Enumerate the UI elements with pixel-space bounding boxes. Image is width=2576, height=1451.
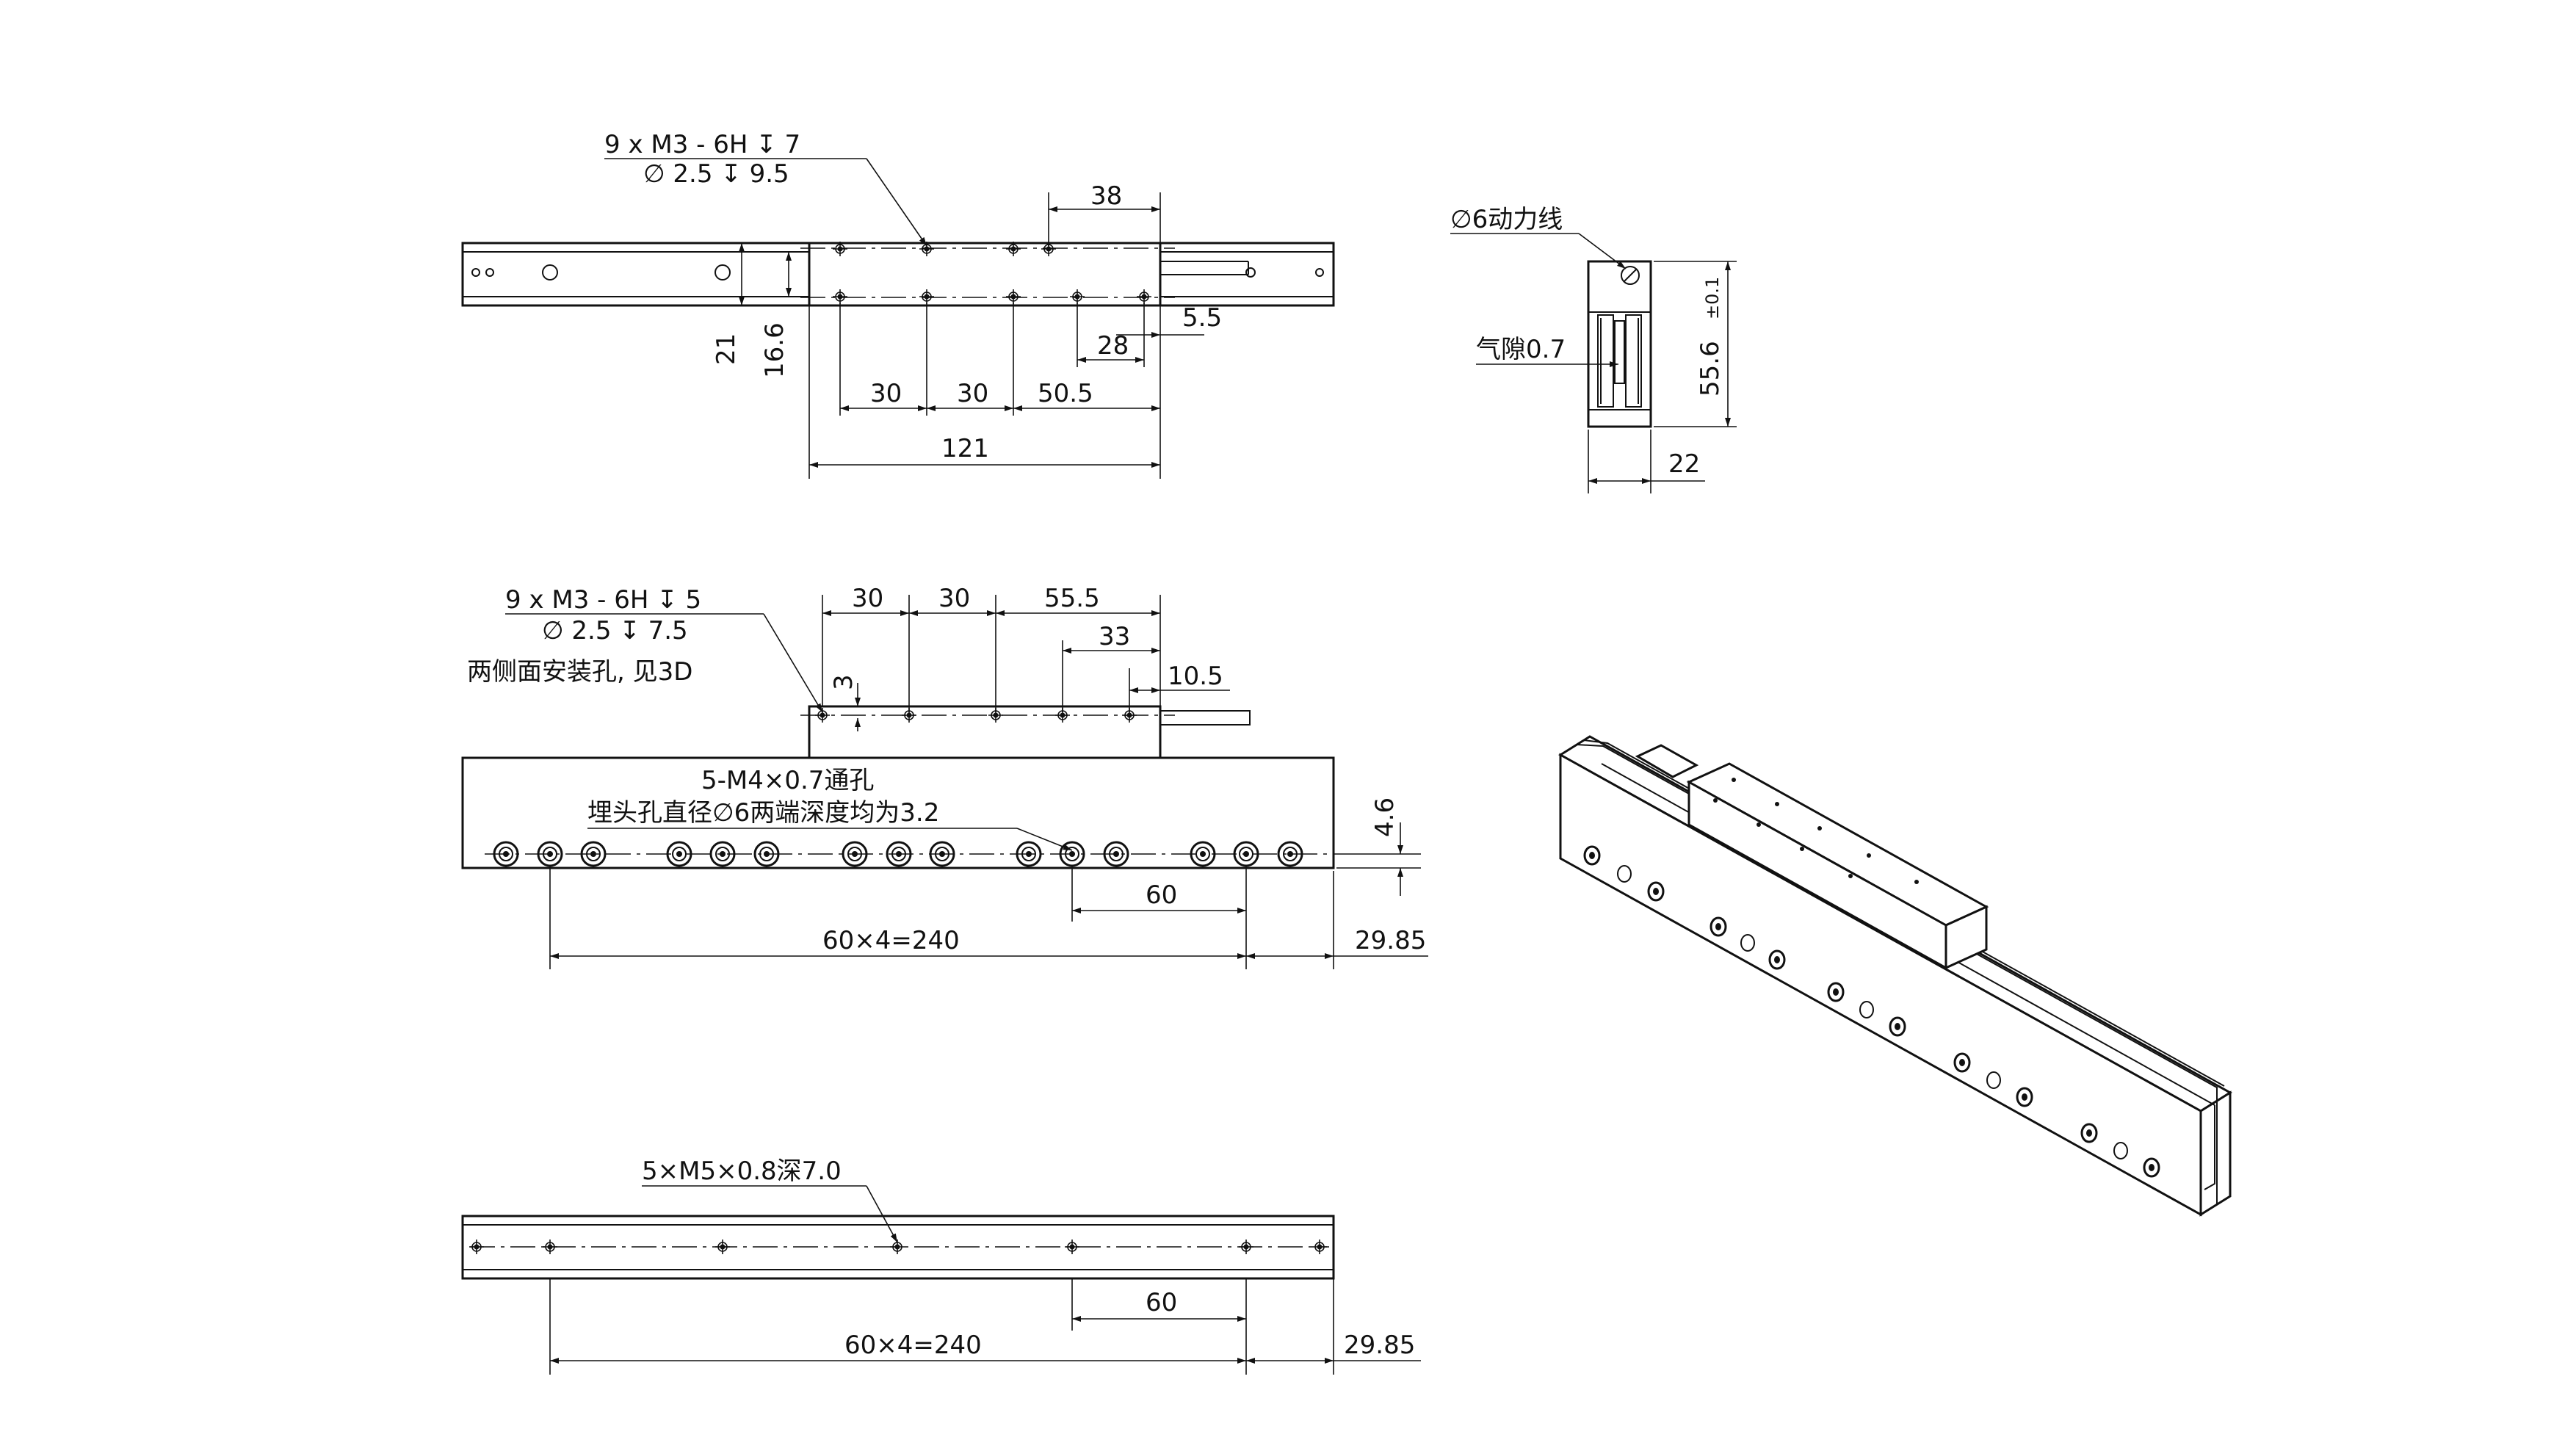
dim-29-85: 29.85 bbox=[1344, 1331, 1415, 1360]
side-slider-block bbox=[808, 705, 1162, 759]
dim-30-b: 30 bbox=[938, 584, 970, 613]
side-hole-callout-1: 9 x M3 - 6H ↧ 5 bbox=[505, 585, 701, 615]
bottom-hole-icon bbox=[542, 1239, 558, 1255]
top-hole-callout-1: 9 x M3 - 6H ↧ 7 bbox=[604, 130, 800, 159]
dim-55-6-tolerance: ±0.1 bbox=[1702, 277, 1723, 319]
bottom-hole-callout: 5×M5×0.8深7.0 bbox=[642, 1157, 842, 1186]
side-rail-body bbox=[461, 756, 1335, 869]
rail-end-hole bbox=[485, 268, 494, 277]
isometric-view bbox=[1558, 735, 2232, 1217]
bottom-rail-body bbox=[461, 1215, 1335, 1280]
dim-10-5: 10.5 bbox=[1168, 662, 1223, 691]
iso-slider-holes bbox=[1713, 778, 1919, 884]
dim-3: 3 bbox=[829, 674, 858, 690]
dim-21: 21 bbox=[712, 333, 741, 365]
iso-side-holes bbox=[1583, 845, 2160, 1178]
side-holes-note: 两侧面安装孔, 见3D bbox=[467, 657, 692, 687]
dim-28: 28 bbox=[1097, 331, 1129, 361]
dim-30-b: 30 bbox=[957, 379, 988, 408]
side-cable-stub bbox=[1159, 710, 1251, 726]
side-hole-callout-2: ∅ 2.5 ↧ 7.5 bbox=[542, 616, 688, 645]
through-hole-callout-1: 5-M4×0.7通孔 bbox=[701, 766, 874, 795]
dim-240: 60×4=240 bbox=[822, 926, 960, 955]
power-cable-icon bbox=[1621, 266, 1640, 285]
magnet-slot-right bbox=[1625, 314, 1642, 408]
dim-55-5: 55.5 bbox=[1044, 584, 1100, 613]
bottom-hole-icon bbox=[1238, 1239, 1254, 1255]
magnet-slot-left bbox=[1597, 314, 1614, 408]
dim-22: 22 bbox=[1668, 449, 1700, 479]
bottom-hole-icon bbox=[1064, 1239, 1080, 1255]
bottom-hole-icon bbox=[1311, 1239, 1328, 1255]
dim-29-85: 29.85 bbox=[1355, 926, 1426, 955]
bottom-view: 5×M5×0.8深7.0 60 60×4=240 29.85 bbox=[461, 1157, 1421, 1375]
iso-slider-end bbox=[1944, 905, 1988, 970]
rail-end-hole bbox=[471, 268, 480, 277]
dim-55-6: 55.6 bbox=[1696, 341, 1725, 397]
top-hole-callout-2: ∅ 2.5 ↧ 9.5 bbox=[643, 159, 789, 189]
dim-60: 60 bbox=[1146, 880, 1177, 910]
rail-mount-hole bbox=[542, 264, 558, 281]
through-hole-callout-2: 埋头孔直径∅6两端深度均为3.2 bbox=[587, 798, 939, 828]
bottom-hole-icon bbox=[468, 1239, 485, 1255]
rail-end-hole bbox=[1315, 268, 1324, 277]
air-gap-label: 气隙0.7 bbox=[1476, 335, 1566, 364]
dim-30-a: 30 bbox=[852, 584, 883, 613]
dim-60: 60 bbox=[1146, 1288, 1177, 1317]
side-view: 9 x M3 - 6H ↧ 5 ∅ 2.5 ↧ 7.5 两侧面安装孔, 见3D … bbox=[461, 584, 1428, 969]
bottom-hole-icon bbox=[714, 1239, 731, 1255]
mounting-hole-icon bbox=[814, 707, 831, 723]
top-view: 9 x M3 - 6H ↧ 7 ∅ 2.5 ↧ 9.5 38 5.5 28 30… bbox=[461, 130, 1335, 479]
dim-50-5: 50.5 bbox=[1038, 379, 1093, 408]
dim-5-5: 5.5 bbox=[1182, 303, 1222, 333]
dim-240: 60×4=240 bbox=[844, 1331, 982, 1360]
rail-mount-hole bbox=[714, 264, 731, 281]
rail-end-hole bbox=[1245, 267, 1256, 278]
dim-30-a: 30 bbox=[870, 379, 902, 408]
dim-4-6: 4.6 bbox=[1370, 797, 1400, 837]
iso-rail-side bbox=[1559, 753, 2202, 1217]
dim-33: 33 bbox=[1099, 622, 1130, 651]
dim-121: 121 bbox=[941, 434, 989, 463]
top-slider-block bbox=[808, 242, 1162, 307]
dim-16-6: 16.6 bbox=[760, 322, 789, 378]
power-cable-label: ∅6动力线 bbox=[1450, 205, 1563, 234]
dim-38: 38 bbox=[1090, 181, 1122, 211]
end-view: ∅6动力线 气隙0.7 55.6 ±0.1 22 bbox=[1450, 205, 1737, 493]
